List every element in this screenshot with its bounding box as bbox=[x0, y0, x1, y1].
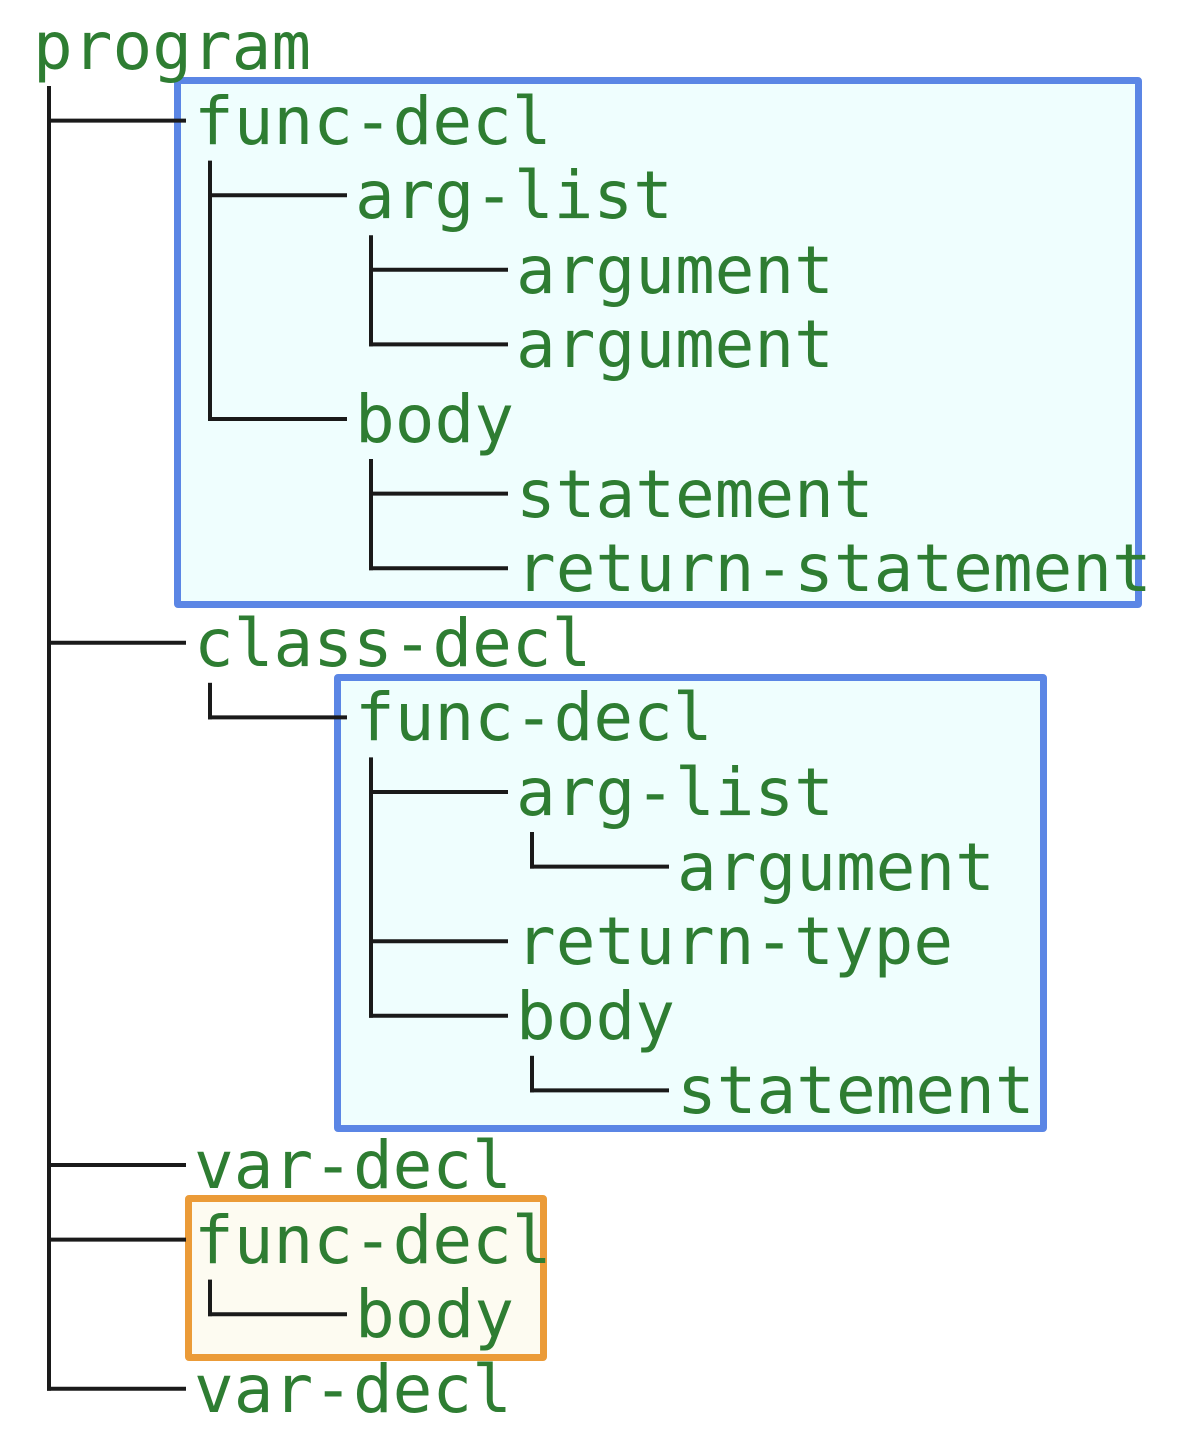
tree-node-arg-list: arg-list bbox=[355, 157, 673, 235]
tree-node-argument: argument bbox=[677, 828, 995, 906]
tree-node-body: body bbox=[516, 977, 675, 1055]
tree-node-return-type: return-type bbox=[516, 903, 954, 981]
tree-node-class-decl: class-decl bbox=[194, 604, 592, 682]
highlight-box-func-decl-2 bbox=[334, 674, 1047, 1132]
tree-node-statement: statement bbox=[516, 455, 874, 533]
tree-node-body: body bbox=[355, 381, 514, 458]
tree-node-argument: argument bbox=[516, 306, 834, 384]
tree-node-func-decl: func-decl bbox=[355, 679, 713, 757]
tree-node-statement: statement bbox=[677, 1052, 1035, 1130]
highlight-box-func-decl-1 bbox=[174, 77, 1142, 608]
tree-node-arg-list: arg-list bbox=[516, 754, 834, 831]
tree-node-func-decl: func-decl bbox=[194, 82, 552, 160]
tree-node-var-decl: var-decl bbox=[194, 1350, 512, 1428]
tree-node-var-decl: var-decl bbox=[194, 1127, 512, 1204]
highlight-box-func-decl-3 bbox=[185, 1195, 547, 1361]
tree-node-func-decl: func-decl bbox=[194, 1201, 552, 1279]
tree-node-program: program bbox=[33, 8, 312, 85]
tree-node-return-statement: return-statement bbox=[516, 530, 1152, 608]
tree-node-argument: argument bbox=[516, 231, 834, 309]
tree-node-body: body bbox=[355, 1276, 514, 1354]
